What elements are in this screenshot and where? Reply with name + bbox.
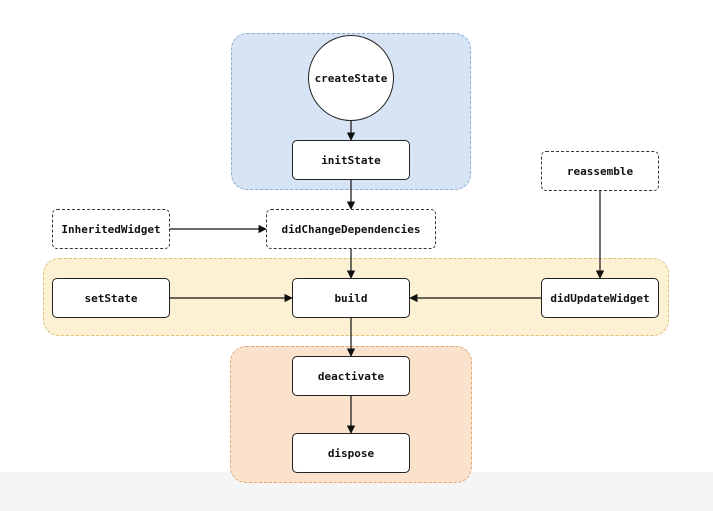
inheritedWidget-node: InheritedWidget xyxy=(52,209,170,249)
deactivate-node: deactivate xyxy=(292,356,410,396)
reassemble-node: reassemble xyxy=(541,151,659,191)
createState-node: createState xyxy=(308,35,394,121)
build-node: build xyxy=(292,278,410,318)
didUpdateWidget-node: didUpdateWidget xyxy=(541,278,659,318)
initState-node: initState xyxy=(292,140,410,180)
setState-node: setState xyxy=(52,278,170,318)
dispose-node: dispose xyxy=(292,433,410,473)
didChangeDependencies-node: didChangeDependencies xyxy=(266,209,436,249)
